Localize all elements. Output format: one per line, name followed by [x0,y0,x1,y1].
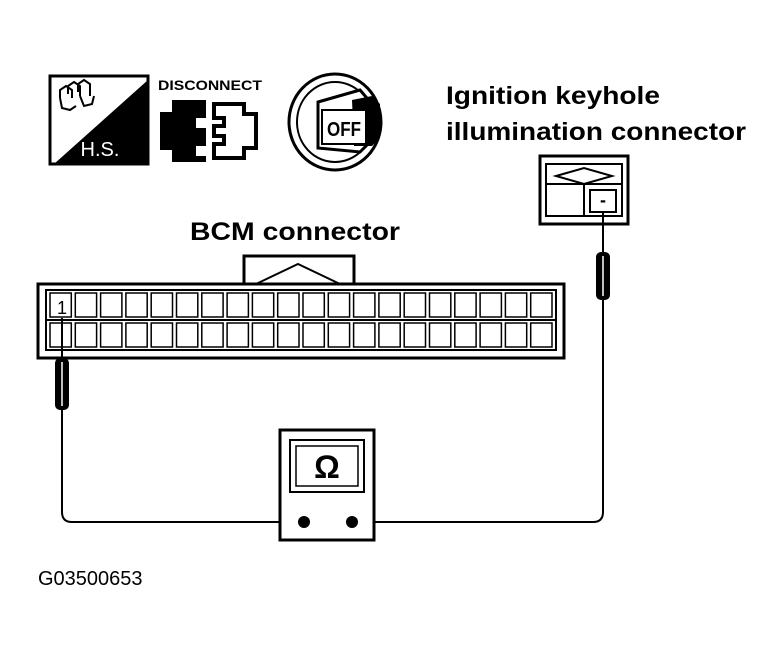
bcm-pin-cell [504,322,528,348]
bcm-pin-cell [352,292,376,318]
bcm-pin-cell [226,292,250,318]
hs-label: H.S. [81,139,120,161]
right-test-lead [352,300,604,523]
bcm-pin-cell [125,322,148,348]
bcm-pin-cell [226,322,250,348]
left-test-lead [61,410,302,523]
bcm-pin-cell [201,322,224,348]
bcm-pin-cell [529,322,553,348]
bcm-pin-cell [175,292,199,318]
bcm-pin-cell [352,322,376,348]
bcm-pin-cell [327,292,351,318]
hs-icon: H.S. [48,74,150,166]
ignition-connector-label-line2: illumination connector [446,118,746,146]
bcm-connector-label: BCM connector [190,218,400,246]
left-test-probe [55,318,69,410]
bcm-pin-cell [150,322,174,348]
bcm-pin-cell [99,292,123,318]
bcm-pin-cell [403,322,427,348]
bcm-pin-cell [201,292,224,318]
bcm-pin-cell [49,322,73,348]
ignition-connector-label-line1: Ignition keyhole [446,82,660,110]
bcm-pin-cell [276,322,300,348]
disconnect-icon: DISCONNECT [158,77,262,162]
bcm-pin-cell [428,292,452,318]
pin-1-label: 1 [57,298,67,318]
bcm-pin-cell [302,292,326,318]
bcm-pin-cell [175,322,199,348]
ignition-illumination-connector: - [538,154,630,226]
bcm-pin-cell [454,292,477,318]
ignition-off-label: OFF [327,119,361,141]
bcm-pin-cell [454,322,477,348]
ohm-symbol: Ω [314,449,340,485]
bcm-pin-cell [150,292,174,318]
bcm-pin-cell [302,322,326,348]
bcm-pin-cell [251,292,275,318]
meter-terminal-left [298,516,310,528]
bcm-pin-cell [529,292,553,318]
bcm-pin-cell [251,322,275,348]
bcm-pin-cell [49,292,73,318]
bcm-pin-cell [479,322,503,348]
ignition-off-icon: OFF [287,72,383,172]
right-test-probe [596,212,610,300]
figure-id: G03500653 [38,568,143,590]
bcm-pin-cell [504,292,528,318]
bcm-pin-cell [378,322,401,348]
bcm-pin-cell [276,292,300,318]
bcm-pin-cell [327,322,351,348]
bcm-pin-cell [378,292,401,318]
bcm-pin-cell [479,292,503,318]
bcm-pin-cell [125,292,148,318]
bcm-pin-cell [74,292,98,318]
bcm-connector: 1 [36,254,566,360]
bcm-pin-cell [403,292,427,318]
meter-terminal-right [346,516,358,528]
bcm-connector-pin-grid [49,292,553,348]
disconnect-label: DISCONNECT [158,77,262,93]
bcm-pin-cell [99,322,123,348]
bcm-pin-cell [428,322,452,348]
ohmmeter: Ω [278,428,376,542]
bcm-pin-cell [74,322,98,348]
terminal-minus-label: - [600,190,606,210]
